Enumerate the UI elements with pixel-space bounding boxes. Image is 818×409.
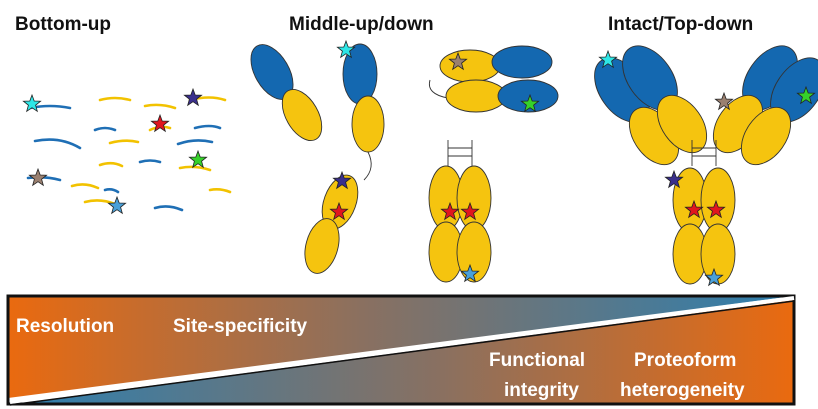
- title-middle-up-down: Middle-up/down: [289, 14, 434, 35]
- label-integrity: integrity: [504, 380, 579, 401]
- peptide-fragment: [100, 98, 130, 100]
- label-resolution: Resolution: [16, 316, 114, 337]
- heavy-chain-domain: [492, 46, 552, 78]
- bottom-up-modification-stars: [23, 89, 206, 213]
- star-icon: [108, 197, 125, 213]
- peptide-fragment: [100, 163, 122, 166]
- light-chain-domain: [352, 96, 384, 152]
- light-chain-domain: [446, 80, 506, 112]
- peptide-fragment: [95, 128, 115, 130]
- peptide-fragment: [72, 184, 98, 188]
- label-functional: Functional: [489, 350, 585, 371]
- hinge-disulfide: [448, 140, 472, 166]
- peptide-fragments: [28, 98, 230, 211]
- label-site-specificity: Site-specificity: [173, 316, 308, 337]
- peptide-fragment: [210, 189, 230, 192]
- label-proteoform: Proteoform: [634, 350, 736, 371]
- heavy-chain-domain: [457, 166, 491, 230]
- fab-fragment-left: [242, 38, 384, 278]
- peptide-fragment: [105, 189, 118, 192]
- peptide-fragment: [35, 140, 80, 148]
- peptide-fragment: [140, 161, 160, 163]
- peptide-fragment: [178, 140, 212, 144]
- peptide-fragment: [195, 126, 220, 128]
- title-intact-top-down: Intact/Top-down: [608, 14, 753, 35]
- peptide-fragment: [180, 167, 210, 170]
- fc-fragment: [429, 140, 491, 282]
- fab-fragment-right: [429, 46, 558, 112]
- star-icon: [29, 169, 46, 185]
- peptide-fragment: [155, 206, 182, 210]
- star-icon: [184, 89, 201, 105]
- peptide-fragment: [110, 141, 138, 143]
- star-icon: [189, 151, 206, 167]
- light-chain-domain: [440, 50, 500, 82]
- hinge-linker: [429, 80, 448, 98]
- heavy-chain-domain: [701, 168, 735, 232]
- hinge-linker: [364, 152, 371, 180]
- peptide-fragment: [145, 105, 175, 108]
- intact-antibody: [583, 36, 818, 284]
- label-heterogeneity: heterogeneity: [620, 380, 745, 401]
- title-bottom-up: Bottom-up: [15, 14, 111, 35]
